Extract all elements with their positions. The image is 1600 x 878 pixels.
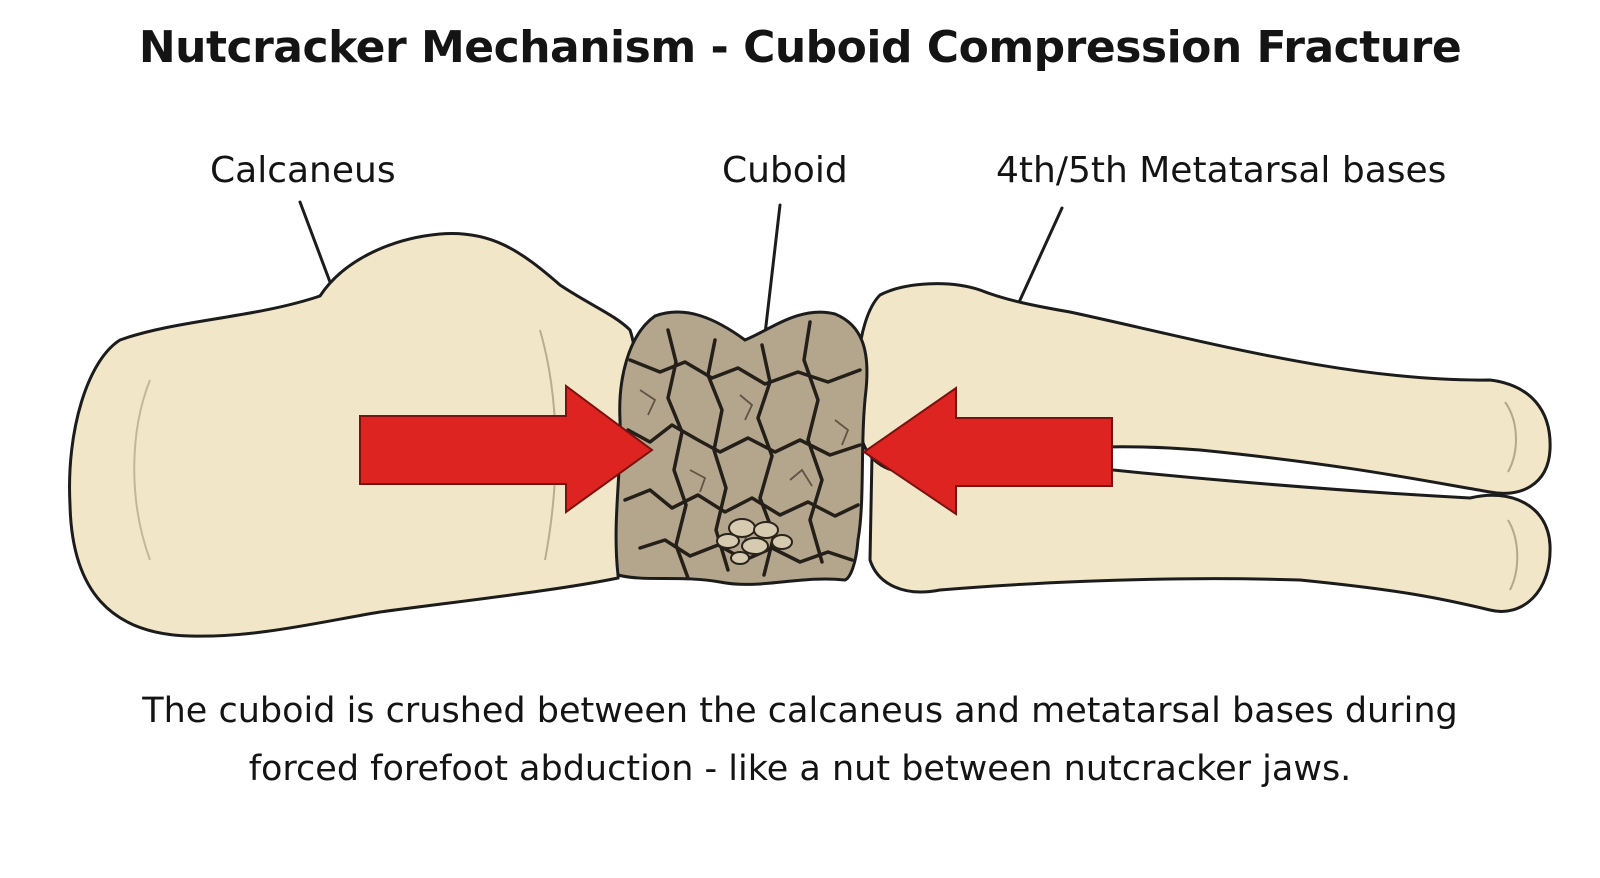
diagram-title: Nutcracker Mechanism - Cuboid Compressio… — [138, 22, 1462, 73]
fracture-lines — [623, 320, 862, 580]
right-compression-arrow — [862, 386, 1113, 516]
calcaneus-label: Calcaneus — [210, 150, 396, 191]
cuboid-bone-fractured — [614, 310, 869, 586]
metatarsal-bases-label: 4th/5th Metatarsal bases — [996, 150, 1447, 191]
cuboid-label: Cuboid — [722, 150, 848, 191]
bone-fragments — [716, 518, 793, 565]
caption-line-1: The cuboid is crushed between the calcan… — [142, 691, 1458, 731]
caption-line-2: forced forefoot abduction - like a nut b… — [248, 749, 1352, 789]
left-compression-arrow — [359, 384, 654, 514]
